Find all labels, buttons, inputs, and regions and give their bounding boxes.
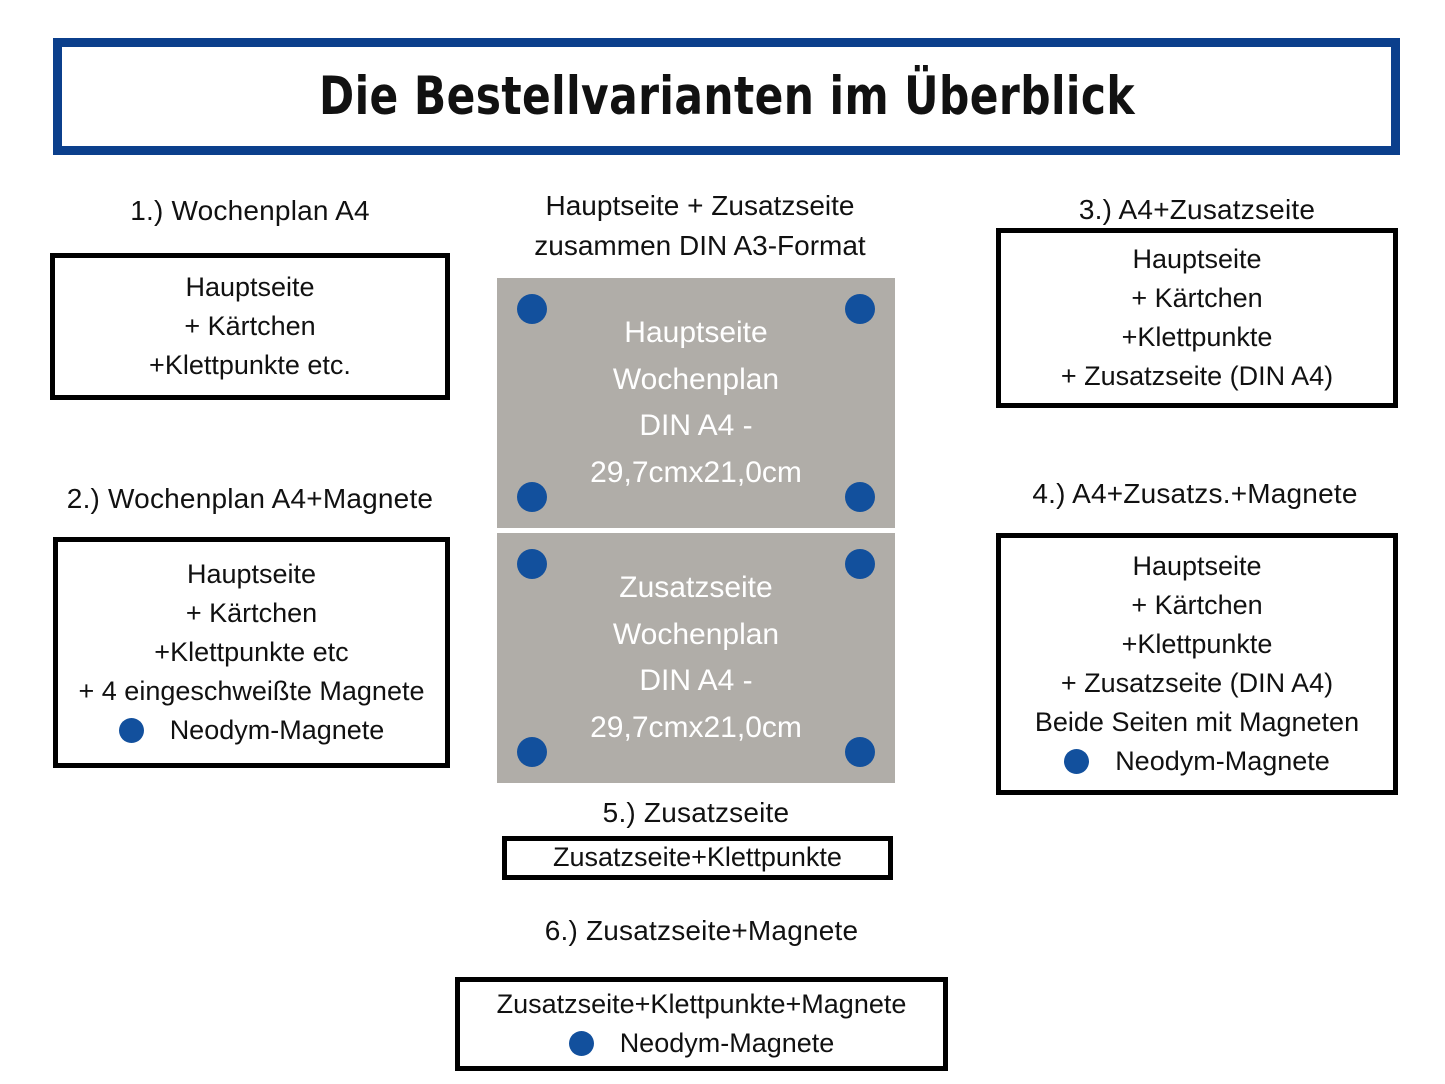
option-4-magnet-label: Neodym-Magnete [1115,746,1330,777]
zusatzseite-panel-line-3: DIN A4 - [639,664,753,697]
option-1-line-1: Hauptseite [185,271,315,302]
neodym-magnet-dot-icon [568,1031,594,1057]
option-4-line-1: Hauptseite [1132,550,1262,581]
magnet-dot-top-left-icon [517,549,547,579]
option-4-line-5: Beide Seiten mit Magneten [1034,707,1360,738]
zusatzseite-panel-line-4: 29,7cmx21,0cm [590,710,802,744]
option-6-magnet-label: Neodym-Magnete [619,1028,835,1058]
magnet-dot-top-right-icon [845,294,875,324]
option-2-box: Hauptseite + Kärtchen +Klettpunkte etc +… [53,537,450,768]
option-2-line-3: +Klettpunkte etc [154,636,349,667]
option-3-line-4: + Zusatzseite (DIN A4) [1060,361,1334,392]
option-3-line-2: + Kärtchen [1131,282,1263,313]
option-6-heading: 6.) Zusatzseite+Magnete [544,915,859,946]
neodym-magnet-dot-icon [118,718,144,744]
option-5-heading: 5.) Zusatzseite [602,797,790,828]
magnet-dot-top-left-icon [517,294,547,324]
option-4-line-3: +Klettpunkte [1121,628,1273,659]
option-6-magnet-legend: Neodym-Magnete [568,1024,835,1063]
option-2-heading: 2.) Wochenplan A4+Magnete [66,483,434,514]
title-banner: Die Bestellvarianten im Überblick [53,38,1400,155]
center-caption: Hauptseite + Zusatzseite zusammen DIN A3… [490,186,910,267]
option-1-box: Hauptseite + Kärtchen +Klettpunkte etc. [50,253,450,400]
option-2-magnet-label: Neodym-Magnete [169,715,385,746]
hauptseite-page-panel: Hauptseite Wochenplan DIN A4 - 29,7cmx21… [497,278,895,528]
option-6-line-1: Zusatzseite+Klettpunkte+Magnete [496,988,907,1019]
option-4-line-2: + Kärtchen [1131,589,1263,620]
option-3-box: Hauptseite + Kärtchen +Klettpunkte + Zus… [996,228,1398,408]
option-2-line-1: Hauptseite [186,558,317,589]
magnet-dot-bottom-left-icon [517,482,547,512]
center-caption-line-1: Hauptseite + Zusatzseite [545,190,855,221]
magnet-dot-bottom-right-icon [845,482,875,512]
option-2-line-2: + Kärtchen [185,597,318,628]
hauptseite-panel-line-3: DIN A4 - [639,409,753,442]
option-1-line-3: +Klettpunkte etc. [149,350,351,381]
magnet-dot-bottom-left-icon [517,737,547,767]
option-4-heading: 4.) A4+Zusatzs.+Magnete [1032,478,1358,509]
center-caption-line-2: zusammen DIN A3-Format [534,230,866,262]
magnet-dot-bottom-right-icon [845,737,875,767]
hauptseite-panel-line-1: Hauptseite [624,316,768,349]
option-3-heading: 3.) A4+Zusatzseite [1078,194,1316,225]
option-1-line-2: + Kärtchen [184,310,316,341]
hauptseite-panel-line-2: Wochenplan [612,362,780,396]
option-4-line-4: + Zusatzseite (DIN A4) [1060,668,1334,698]
option-2-line-4: + 4 eingeschweißte Magnete [78,676,425,707]
zusatzseite-panel-line-2: Wochenplan [612,617,780,651]
option-1-heading: 1.) Wochenplan A4 [130,195,370,226]
magnet-dot-top-right-icon [845,549,875,579]
zusatzseite-page-panel: Zusatzseite Wochenplan DIN A4 - 29,7cmx2… [497,533,895,783]
option-5-line-1: Zusatzseite+Klettpunkte [553,842,842,873]
option-5-box: Zusatzseite+Klettpunkte [502,836,893,880]
option-4-magnet-legend: Neodym-Magnete [1064,742,1330,781]
page-title: Die Bestellvarianten im Überblick [318,66,1135,127]
option-3-line-3: +Klettpunkte [1121,322,1273,352]
option-2-magnet-legend: Neodym-Magnete [118,711,385,750]
option-4-box: Hauptseite + Kärtchen +Klettpunkte + Zus… [996,533,1398,795]
option-6-box: Zusatzseite+Klettpunkte+Magnete Neodym-M… [455,977,948,1071]
option-3-line-1: Hauptseite [1132,243,1262,274]
neodym-magnet-dot-icon [1064,749,1090,775]
hauptseite-panel-line-4: 29,7cmx21,0cm [590,455,802,489]
zusatzseite-panel-line-1: Zusatzseite [619,571,773,604]
